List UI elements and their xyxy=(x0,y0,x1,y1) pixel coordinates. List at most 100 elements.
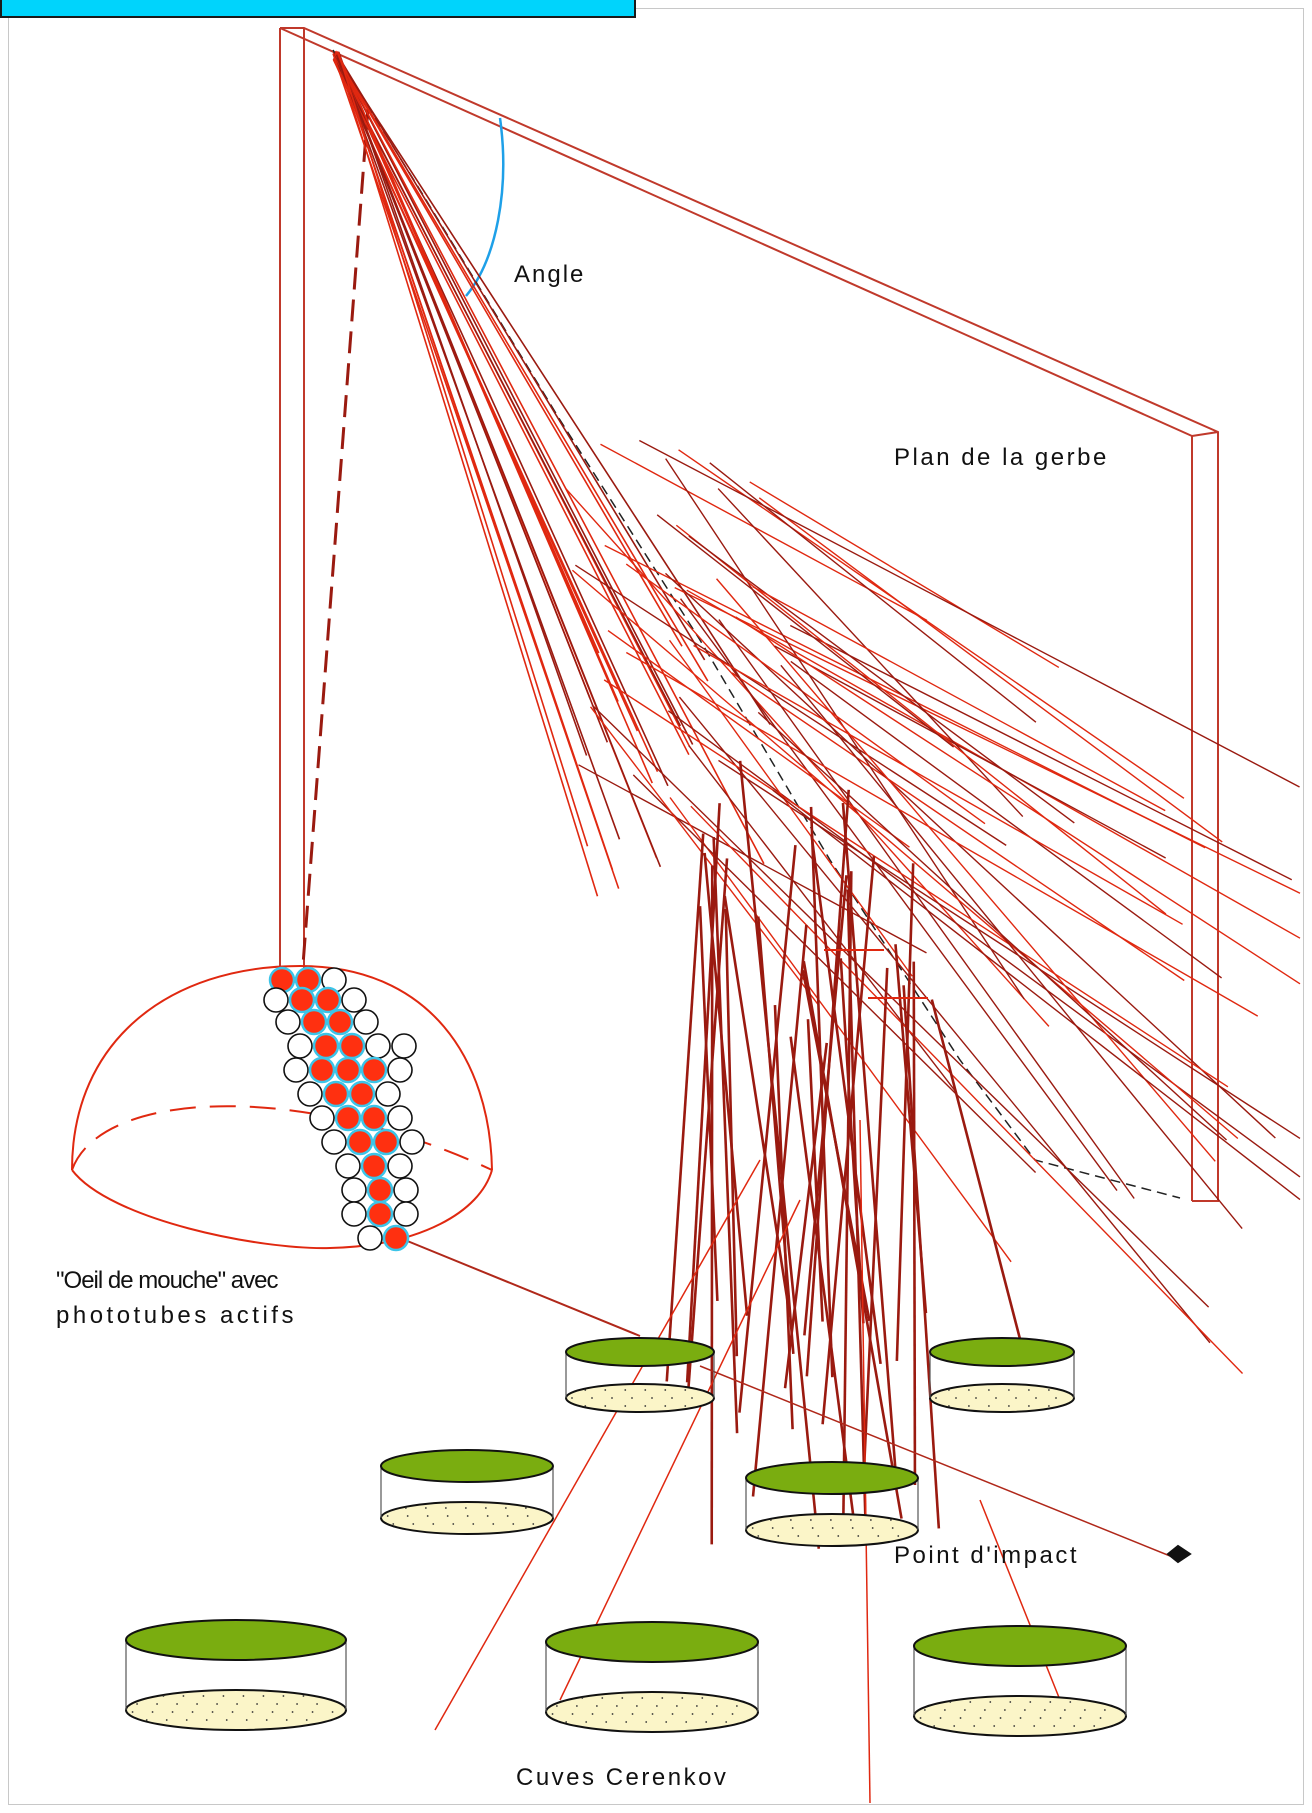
tank-floor-dot xyxy=(223,1695,225,1697)
tank-floor-dot xyxy=(1040,1717,1042,1719)
tank-floor-dot xyxy=(631,1397,633,1399)
tank-floor-dot xyxy=(792,1527,794,1529)
tank-floor-dot xyxy=(692,1713,694,1715)
phototube-inactive xyxy=(288,1034,312,1058)
tank-floor-dot xyxy=(691,1397,693,1399)
tank-floor-dot xyxy=(955,1397,957,1399)
tank-floor-dot xyxy=(283,1695,285,1697)
tank-floor-dot xyxy=(624,1405,626,1407)
tank-floor-dot xyxy=(892,1527,894,1529)
phototube-active xyxy=(362,1106,386,1130)
shower-plane-label: Plan de la gerbe xyxy=(894,444,1109,471)
tank-floor-dot xyxy=(472,1523,474,1525)
angle-label: Angle xyxy=(514,261,585,288)
tank-floor-dot xyxy=(183,1695,185,1697)
phototube-inactive xyxy=(388,1154,412,1178)
tank-top xyxy=(930,1338,1074,1366)
tank-floor-dot xyxy=(953,1725,955,1727)
phototube-inactive xyxy=(310,1106,334,1130)
shower-track xyxy=(626,564,985,824)
tank-floor-dot xyxy=(1073,1725,1075,1727)
tank-floor-dot xyxy=(246,1719,248,1721)
tank-floor-dot xyxy=(276,1703,278,1705)
phototube-inactive xyxy=(322,1130,346,1154)
tank-floor-dot xyxy=(641,1697,643,1699)
tank-floor-dot xyxy=(935,1397,937,1399)
tank-top xyxy=(546,1622,758,1662)
phototube-inactive xyxy=(400,1130,424,1154)
tank-floor-dot xyxy=(387,1515,389,1517)
tank-floor-dot xyxy=(632,1713,634,1715)
angle-arc xyxy=(466,118,503,296)
tank-floor-dot xyxy=(656,1705,658,1707)
shower-track xyxy=(626,652,1257,1016)
tank-floor-dot xyxy=(948,1389,950,1391)
tank-floor-dot xyxy=(857,1535,859,1537)
tank-floor-dot xyxy=(705,1721,707,1723)
tank-floor-dot xyxy=(581,1697,583,1699)
tank-floor-dot xyxy=(993,1725,995,1727)
tank-floor-dot xyxy=(166,1719,168,1721)
tank-bottom xyxy=(930,1384,1074,1412)
tank-floor-dot xyxy=(611,1397,613,1399)
shower-track xyxy=(338,57,693,745)
tank-floor-dot xyxy=(296,1703,298,1705)
tank-floor-dot xyxy=(192,1711,194,1713)
tank-floor-dot xyxy=(770,1519,772,1521)
shower-track xyxy=(667,834,703,1382)
tank-floor-dot xyxy=(316,1703,318,1705)
shower-track xyxy=(860,1120,870,1803)
tank-floor-dot xyxy=(487,1515,489,1517)
tank-floor-dot xyxy=(572,1713,574,1715)
shower-track xyxy=(687,858,727,1403)
tank-floor-dot xyxy=(1104,1709,1106,1711)
tank-floor-dot xyxy=(303,1695,305,1697)
tank-floor-dot xyxy=(852,1527,854,1529)
eye-to-tank-line xyxy=(400,1238,640,1336)
tank-floor-dot xyxy=(467,1515,469,1517)
phototube-inactive xyxy=(342,1178,366,1202)
tank-floor-dot xyxy=(1033,1725,1035,1727)
phototube-inactive xyxy=(354,1010,378,1034)
tank-floor-dot xyxy=(960,1717,962,1719)
tank-floor-dot xyxy=(944,1709,946,1711)
tank-floor-dot xyxy=(425,1507,427,1509)
tank-floor-dot xyxy=(732,1713,734,1715)
eye-sightline xyxy=(302,108,368,978)
shower-track xyxy=(679,450,1184,799)
tank-floor-dot xyxy=(964,1709,966,1711)
tank-floor-dot xyxy=(585,1721,587,1723)
tank-floor-dot xyxy=(1049,1701,1051,1703)
shower-track xyxy=(336,55,707,681)
phototube-active xyxy=(340,1034,364,1058)
tank-floor-dot xyxy=(226,1719,228,1721)
shower-track xyxy=(759,498,1222,842)
tank-floor-dot xyxy=(1069,1701,1071,1703)
tank-floor-dot xyxy=(988,1389,990,1391)
tank-floor-dot xyxy=(1035,1397,1037,1399)
tank-floor-dot xyxy=(810,1519,812,1521)
phototube-active xyxy=(316,988,340,1012)
tank-floor-dot xyxy=(989,1701,991,1703)
tank-floor-dot xyxy=(995,1397,997,1399)
phototube-active xyxy=(324,1082,348,1106)
tank-floor-dot xyxy=(661,1697,663,1699)
tank-floor-dot xyxy=(644,1405,646,1407)
cerenkov-tank xyxy=(930,1338,1074,1412)
tank-floor-dot xyxy=(920,1717,922,1719)
shower-track xyxy=(337,57,607,742)
tank-floor-dot xyxy=(612,1713,614,1715)
cerenkov-tanks xyxy=(126,1338,1126,1736)
tank-floor-dot xyxy=(980,1717,982,1719)
tank-floor-dot xyxy=(940,1717,942,1719)
phototube-active xyxy=(350,1082,374,1106)
shower-track xyxy=(687,803,719,1382)
tank-floor-dot xyxy=(432,1523,434,1525)
impact-marker-icon xyxy=(1168,1546,1190,1562)
tank-floor-dot xyxy=(172,1711,174,1713)
tank-top xyxy=(381,1450,553,1482)
tank-floor-dot xyxy=(256,1703,258,1705)
tank-floor-dot xyxy=(817,1535,819,1537)
tank-floor-dot xyxy=(625,1721,627,1723)
tank-floor-dot xyxy=(933,1725,935,1727)
